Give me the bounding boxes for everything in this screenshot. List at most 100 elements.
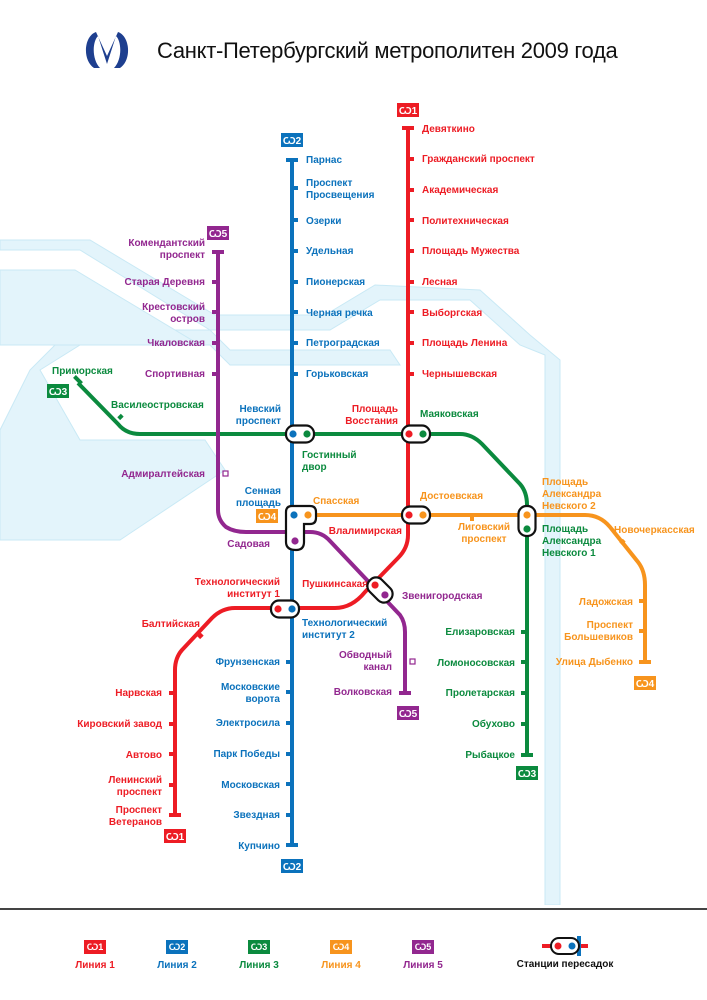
transfer-node[interactable] <box>400 505 432 525</box>
transfer-node[interactable] <box>517 504 537 538</box>
station-line1[interactable]: Лесная <box>409 277 458 288</box>
station-line4[interactable]: Ладожская <box>579 597 644 608</box>
station-line3[interactable]: Обухово <box>472 718 526 730</box>
transfer-node[interactable] <box>364 574 396 606</box>
station-line1[interactable]: Чернышевская <box>409 369 497 380</box>
station-line1[interactable]: Автово <box>126 750 174 761</box>
station-line3[interactable]: Василеостровская <box>111 400 204 421</box>
station-line1[interactable]: Девяткино <box>409 124 475 135</box>
transfer-node[interactable] <box>269 599 301 619</box>
terminus-marker <box>286 158 298 162</box>
station-line2[interactable]: Черная речка <box>293 308 373 319</box>
station-line5[interactable]: Волковская <box>334 687 392 698</box>
station-label: Волковская <box>334 687 392 698</box>
station-label: Удельная <box>306 246 354 257</box>
station-marker <box>293 218 298 222</box>
station-line5[interactable]: Чкаловская <box>147 338 217 349</box>
transfer-dot <box>405 430 413 438</box>
station-line2[interactable]: Парк Победы <box>213 748 291 760</box>
station-line1[interactable]: Выборгская <box>409 307 482 319</box>
station-line1[interactable]: Влалимирская <box>329 526 402 537</box>
station-line4[interactable]: Достоевская <box>420 491 483 502</box>
station-line2[interactable]: Звездная <box>233 810 291 821</box>
station-line2[interactable]: Электросила <box>216 718 291 729</box>
station-line3[interactable]: Маяковская <box>420 409 479 420</box>
station-label: Обухово <box>472 718 515 730</box>
station-line4[interactable]: Улица Дыбенко <box>556 656 633 668</box>
station-line1[interactable]: Политехническая <box>409 216 509 227</box>
station-line3[interactable]: Приморская <box>52 366 113 377</box>
station-label: Адмиралтейская <box>121 469 205 480</box>
station-marker <box>293 186 298 190</box>
station-label: Выборгская <box>422 307 482 319</box>
svg-text:Ѡ3: Ѡ3 <box>49 387 68 398</box>
station-line3[interactable]: Ломоносовская <box>437 658 526 669</box>
station-line5[interactable]: Садовая <box>227 539 270 550</box>
station-line2[interactable]: Купчино <box>238 841 280 852</box>
transfer-node[interactable] <box>400 424 432 444</box>
transfer-dot <box>303 430 311 438</box>
station-line4[interactable]: Новочеркасская <box>614 525 695 546</box>
station-line5[interactable]: Звенигородская <box>402 591 483 602</box>
station-line1[interactable]: Пушкинсакая <box>302 579 368 590</box>
station-line2[interactable]: Удельная <box>293 246 354 257</box>
station-line2[interactable]: Озерки <box>293 216 341 227</box>
line5-badge: Ѡ5 <box>207 226 229 240</box>
water-area <box>0 269 202 346</box>
station-line1[interactable]: Академическая <box>409 185 498 196</box>
station-line3[interactable]: Пролетарская <box>446 688 526 699</box>
svg-text:Ѡ2: Ѡ2 <box>283 136 302 147</box>
station-line1[interactable]: Нарвская <box>115 688 174 699</box>
station-line4[interactable]: Спасская <box>313 496 360 507</box>
station-line2[interactable]: Московская <box>221 780 291 791</box>
station-line1[interactable]: Площадь Ленина <box>409 338 508 349</box>
station-line3[interactable]: Рыбацкое <box>465 749 515 761</box>
station-line1[interactable]: Балтийская <box>142 619 204 640</box>
station-line1[interactable]: Кировский завод <box>77 719 174 730</box>
station-line2[interactable]: Фрунзенская <box>215 657 291 668</box>
station-line5[interactable]: Старая Деревня <box>125 277 217 288</box>
station-line2[interactable]: Пионерская <box>293 277 365 288</box>
station-line5[interactable]: Спортивная <box>145 369 217 380</box>
legend-label: Линия 3 <box>239 960 279 971</box>
station-marker <box>409 157 414 161</box>
transfer-node[interactable] <box>284 424 316 444</box>
line4-track <box>300 513 647 662</box>
station-marker <box>521 630 526 634</box>
terminus-marker <box>73 375 83 385</box>
legend-label: Линия 2 <box>157 960 197 971</box>
station-line2[interactable]: Петроградская <box>293 338 380 349</box>
station-line1[interactable]: Гражданский проспект <box>409 154 535 165</box>
metro-logo <box>85 32 129 68</box>
station-line5[interactable]: Адмиралтейская <box>121 469 229 480</box>
transfer-node[interactable] <box>284 504 318 552</box>
station-line3[interactable]: Елизаровская <box>445 627 526 638</box>
station-line1[interactable]: Площадь Мужества <box>409 246 520 257</box>
station-line2[interactable]: Горьковская <box>293 369 369 380</box>
station-line2[interactable]: Парнас <box>306 155 342 166</box>
transfer-icon <box>542 936 588 956</box>
